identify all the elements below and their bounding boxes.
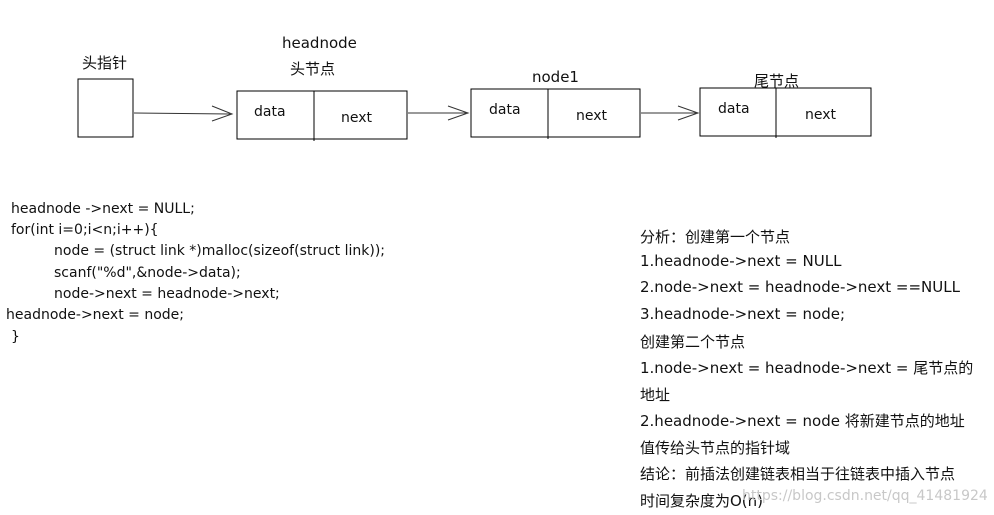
code-line: scanf("%d",&node->data); [54, 265, 241, 281]
analysis-line: 值传给头节点的指针域 [640, 439, 791, 457]
headnode-sublabel: 头节点 [290, 60, 336, 78]
analysis-line: 1.headnode->next = NULL [640, 252, 842, 270]
head-pointer-box [77, 78, 134, 138]
node1-data-cell: data [489, 102, 521, 118]
code-line: node = (struct link *)malloc(sizeof(stru… [54, 243, 386, 259]
headnode-box [236, 90, 408, 140]
analysis-line: 创建第二个节点 [640, 333, 746, 351]
tail-node-box [699, 87, 872, 137]
tail-next-cell: next [805, 107, 837, 123]
code-line: headnode->next = node; [6, 307, 184, 323]
node1-box [470, 88, 641, 138]
code-line: node->next = headnode->next; [54, 286, 280, 302]
code-line: } [11, 329, 20, 345]
code-line: headnode ->next = NULL; [11, 201, 195, 217]
arrow-node1-to-tail [641, 105, 700, 121]
analysis-line: 地址 [640, 386, 671, 404]
watermark: https://blog.csdn.net/qq_41481924 [742, 488, 988, 504]
node1-label: node1 [532, 68, 579, 86]
arrow-headnode-to-node1 [408, 105, 470, 121]
node1-next-cell: next [576, 108, 608, 124]
tail-data-cell: data [718, 101, 750, 117]
analysis-line: 2.headnode->next = node 将新建节点的地址 [640, 412, 965, 430]
tail-node-label: 尾节点 [754, 72, 800, 90]
code-line: for(int i=0;i<n;i++){ [11, 222, 159, 238]
analysis-line: 时间复杂度为O(n) [640, 492, 764, 510]
headnode-label: headnode [282, 34, 357, 52]
headnode-next-cell: next [341, 110, 373, 126]
headnode-data-cell: data [254, 104, 286, 120]
analysis-line: 3.headnode->next = node; [640, 305, 845, 323]
analysis-line: 1.node->next = headnode->next = 尾节点的 [640, 359, 974, 377]
head-pointer-label: 头指针 [82, 54, 128, 72]
analysis-line: 结论：前插法创建链表相当于往链表中插入节点 [640, 465, 956, 483]
analysis-line: 2.node->next = headnode->next ==NULL [640, 278, 960, 296]
analysis-line: 分析：创建第一个节点 [640, 228, 791, 246]
arrow-head-pointer-to-headnode [133, 105, 234, 122]
